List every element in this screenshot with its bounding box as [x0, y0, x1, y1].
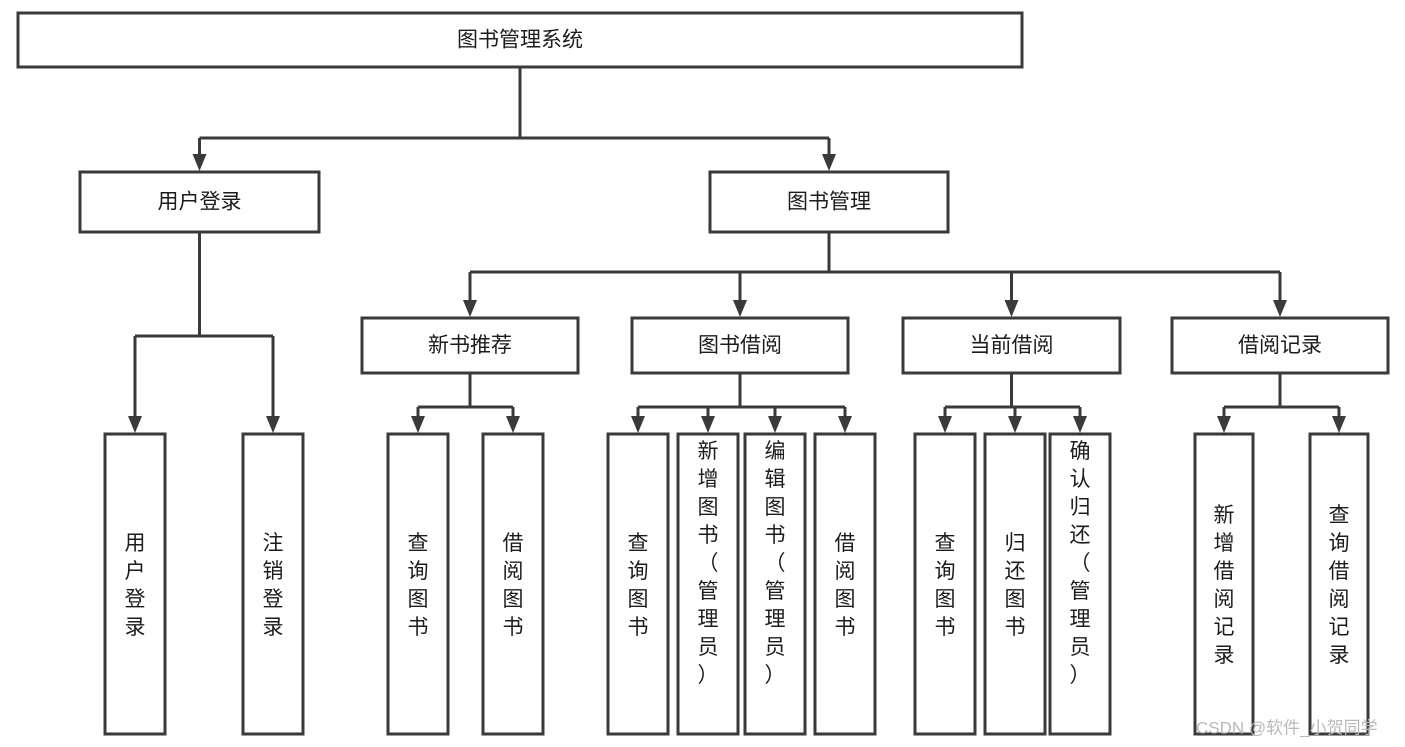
- node-current-borrow[interactable]: 当前借阅: [901, 316, 1122, 375]
- node-book-borrow[interactable]: 图书借阅: [630, 316, 850, 375]
- node-label-current-borrow: 当前借阅: [970, 334, 1054, 357]
- node-label-leaf-query-book-2: 查询图书: [628, 532, 649, 639]
- node-box-user-login: [78, 170, 321, 234]
- node-box-leaf-confirm-return: [1048, 432, 1112, 736]
- node-leaf-borrow-book-2[interactable]: 借阅图书: [813, 432, 877, 736]
- node-label-leaf-query-book-1: 查询图书: [408, 532, 429, 639]
- node-box-book-management: [708, 170, 950, 234]
- node-leaf-query-book-1[interactable]: 查询图书: [386, 432, 450, 736]
- node-box-leaf-add-record: [1193, 432, 1255, 736]
- node-label-leaf-borrow-book-2: 借阅图书: [835, 532, 856, 639]
- node-leaf-query-book-3[interactable]: 查询图书: [913, 432, 977, 736]
- node-box-leaf-return-book: [983, 432, 1047, 736]
- connector-lines: [128, 67, 1346, 433]
- node-box-borrow-record: [1170, 316, 1390, 375]
- node-leaf-confirm-return[interactable]: 确认归还（管理员）: [1048, 432, 1112, 736]
- node-leaf-query-record[interactable]: 查询借阅记录: [1308, 432, 1370, 736]
- node-box-new-book-recommend: [360, 316, 580, 375]
- node-label-new-book-recommend: 新书推荐: [428, 334, 512, 357]
- node-label-leaf-confirm-return: 确认归还（管理员）: [1070, 440, 1091, 687]
- node-leaf-logout[interactable]: 注销登录: [241, 432, 305, 736]
- node-box-leaf-borrow-book-2: [813, 432, 877, 736]
- node-leaf-query-book-2[interactable]: 查询图书: [606, 432, 670, 736]
- node-label-leaf-edit-book: 编辑图书（管理员）: [765, 440, 786, 687]
- node-label-leaf-return-book: 归还图书: [1005, 532, 1026, 639]
- node-label-leaf-query-book-3: 查询图书: [935, 532, 956, 639]
- node-leaf-user-login[interactable]: 用户登录: [103, 432, 167, 736]
- node-label-leaf-logout: 注销登录: [263, 532, 284, 639]
- node-book-management[interactable]: 图书管理: [708, 170, 950, 234]
- node-box-leaf-edit-book: [743, 432, 807, 736]
- node-box-leaf-user-login: [103, 432, 167, 736]
- node-boxes: 图书管理系统用户登录图书管理新书推荐图书借阅当前借阅借阅记录用户登录注销登录查询…: [16, 11, 1390, 736]
- node-leaf-edit-book[interactable]: 编辑图书（管理员）: [743, 432, 807, 736]
- node-box-leaf-query-book-3: [913, 432, 977, 736]
- node-label-borrow-record: 借阅记录: [1238, 334, 1322, 357]
- node-label-leaf-user-login: 用户登录: [125, 532, 146, 639]
- node-leaf-add-book[interactable]: 新增图书（管理员）: [676, 432, 740, 736]
- node-user-login[interactable]: 用户登录: [78, 170, 321, 234]
- node-leaf-return-book[interactable]: 归还图书: [983, 432, 1047, 736]
- node-box-leaf-query-book-1: [386, 432, 450, 736]
- node-box-current-borrow: [901, 316, 1122, 375]
- node-label-book-borrow: 图书借阅: [698, 334, 782, 357]
- node-new-book-recommend[interactable]: 新书推荐: [360, 316, 580, 375]
- node-label-leaf-add-record: 新增借阅记录: [1214, 504, 1235, 667]
- node-leaf-borrow-book-1[interactable]: 借阅图书: [481, 432, 545, 736]
- node-box-leaf-borrow-book-1: [481, 432, 545, 736]
- node-label-book-management: 图书管理: [787, 191, 871, 214]
- node-borrow-record[interactable]: 借阅记录: [1170, 316, 1390, 375]
- node-leaf-add-record[interactable]: 新增借阅记录: [1193, 432, 1255, 736]
- node-label-root: 图书管理系统: [457, 29, 583, 52]
- node-root[interactable]: 图书管理系统: [16, 11, 1024, 69]
- node-box-leaf-add-book: [676, 432, 740, 736]
- watermark-label: CSDN @软件_小贺同学: [1196, 718, 1378, 737]
- node-label-leaf-add-book: 新增图书（管理员）: [698, 440, 719, 687]
- node-label-leaf-borrow-book-1: 借阅图书: [503, 532, 524, 639]
- node-box-leaf-logout: [241, 432, 305, 736]
- node-box-book-borrow: [630, 316, 850, 375]
- node-box-root: [16, 11, 1024, 69]
- node-box-leaf-query-book-2: [606, 432, 670, 736]
- node-label-leaf-query-record: 查询借阅记录: [1329, 504, 1350, 667]
- node-label-user-login: 用户登录: [158, 191, 242, 214]
- node-box-leaf-query-record: [1308, 432, 1370, 736]
